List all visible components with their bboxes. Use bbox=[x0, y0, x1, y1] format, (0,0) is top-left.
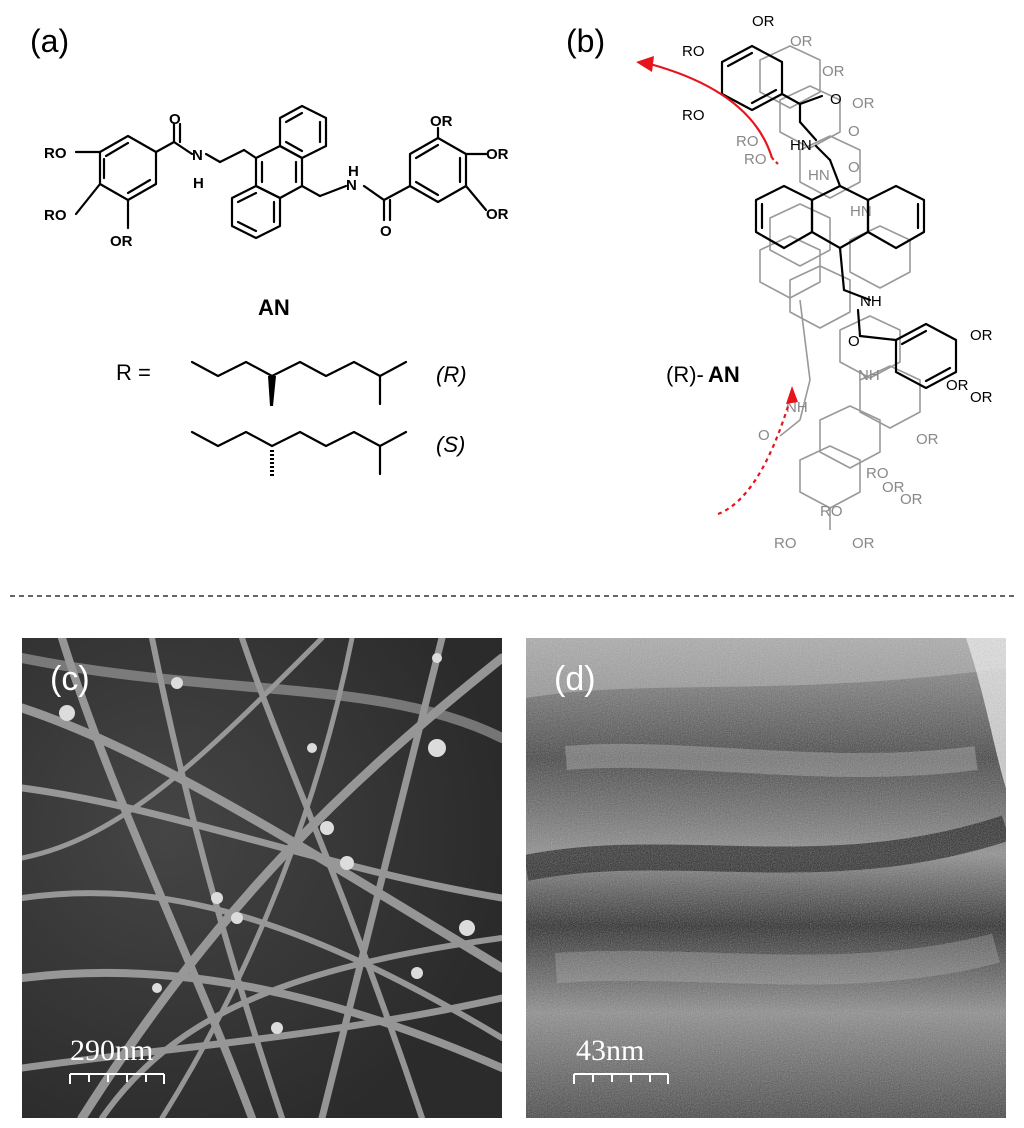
panel-c-label: (c) bbox=[50, 660, 90, 698]
right-gallate-ring bbox=[362, 126, 488, 222]
grey-hn-1: HN bbox=[808, 167, 830, 184]
isomer-r-label: (R) bbox=[436, 362, 467, 387]
grey-or-3: OR bbox=[852, 95, 875, 112]
scale-bar-c-label: 290nm bbox=[70, 1034, 153, 1067]
grey-nh-2: NH bbox=[786, 399, 808, 416]
ro-mid-left: RO bbox=[44, 207, 67, 224]
black-or-3: OR bbox=[970, 389, 993, 406]
left-gallate-ring bbox=[74, 122, 246, 230]
black-or-2: OR bbox=[970, 327, 993, 344]
or-bottom-left: OR bbox=[110, 233, 133, 250]
top-molecule-black bbox=[720, 44, 958, 390]
amide-h-right: H bbox=[348, 163, 359, 180]
grey-o-3: O bbox=[758, 427, 770, 444]
grey-hn-2: HN bbox=[850, 203, 872, 220]
amide-n-left: N bbox=[192, 147, 203, 164]
grey-or-6: OR bbox=[852, 535, 875, 552]
afm-image-d: (d) 43nm bbox=[526, 638, 1006, 1118]
r-an-label: (R)- AN bbox=[666, 362, 740, 387]
black-or-1: OR bbox=[752, 13, 775, 30]
or-top-right: OR bbox=[430, 113, 453, 130]
ro-top-left: RO bbox=[44, 145, 67, 162]
stacked-molecules-grey bbox=[759, 45, 921, 530]
panel-b-label: (b) bbox=[566, 23, 605, 59]
grey-or-7: OR bbox=[916, 431, 939, 448]
r-an-name: AN bbox=[708, 362, 740, 387]
scale-bar-c bbox=[69, 1073, 165, 1084]
anthracene-core bbox=[230, 104, 348, 240]
amide-n-right: N bbox=[346, 177, 357, 194]
black-hn-1: HN bbox=[790, 137, 812, 154]
panel-d-label: (d) bbox=[554, 660, 596, 698]
r-isomer-chain bbox=[190, 360, 408, 406]
grey-o-1: O bbox=[848, 123, 860, 140]
panel-d: (d) 43nm bbox=[526, 638, 1006, 1118]
or-mid-right: OR bbox=[486, 146, 509, 163]
helix-arrows bbox=[636, 56, 798, 516]
carbonyl-o-right: O bbox=[380, 223, 392, 240]
panel-a: (a) RO RO OR O N H bbox=[30, 23, 509, 478]
black-ro-1: RO bbox=[682, 43, 705, 60]
or-bottom-right: OR bbox=[486, 206, 509, 223]
r-equals-label: R = bbox=[116, 360, 151, 385]
r-an-prefix: (R)- bbox=[666, 362, 704, 387]
grey-or-5: OR bbox=[900, 491, 923, 508]
chemistry-figure: (a) RO RO OR O N H bbox=[10, 13, 1014, 597]
grey-ro-3: RO bbox=[866, 465, 889, 482]
grey-ro-4: RO bbox=[820, 503, 843, 520]
compound-name: AN bbox=[258, 295, 290, 320]
black-nh-1: NH bbox=[860, 293, 882, 310]
scale-bar-d bbox=[573, 1073, 669, 1084]
panel-a-label: (a) bbox=[30, 23, 69, 59]
black-or-4: OR bbox=[946, 377, 969, 394]
s-isomer-chain bbox=[190, 430, 408, 478]
grey-nh-1: NH bbox=[858, 367, 880, 384]
grey-or-4: OR bbox=[882, 479, 905, 496]
isomer-s-label: (S) bbox=[436, 432, 465, 457]
scale-bar-d-label: 43nm bbox=[576, 1034, 644, 1067]
grey-o-2: O bbox=[848, 159, 860, 176]
panel-b: (b) OR OR OR RO RO O O HN HN NH NH bbox=[566, 13, 993, 552]
grey-or-2: OR bbox=[822, 63, 845, 80]
panel-c: (c) 290nm bbox=[22, 638, 502, 1118]
grey-ro-1: RO bbox=[736, 133, 759, 150]
black-o-2: O bbox=[848, 333, 860, 350]
amide-h-left: H bbox=[193, 175, 204, 192]
black-ro-2: RO bbox=[682, 107, 705, 124]
carbonyl-o-left: O bbox=[169, 111, 181, 128]
afm-image-c: (c) 290nm bbox=[22, 638, 502, 1118]
black-o-1: O bbox=[830, 91, 842, 108]
grey-ro-2: RO bbox=[744, 151, 767, 168]
grey-ro-5: RO bbox=[774, 535, 797, 552]
grey-or-1: OR bbox=[790, 33, 813, 50]
